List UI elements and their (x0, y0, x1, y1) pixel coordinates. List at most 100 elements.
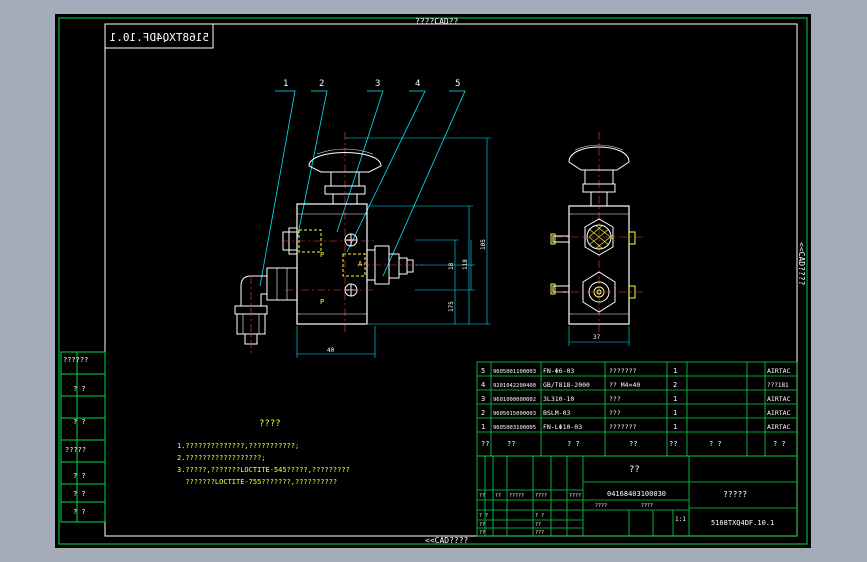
bom-cell: 5 (481, 367, 485, 375)
bottom-frame-title: <<CAD???? (425, 536, 469, 545)
part-callout: 2 (319, 79, 324, 89)
bom-cell: 1 (673, 367, 677, 375)
left-strip: ?????? ? ? ? ? ????? ? ? ? ? ? ? (60, 351, 106, 523)
bom-cell: 3 (481, 395, 485, 403)
bom-cell: ?? M4×40 (609, 381, 640, 389)
callout-leaders (259, 90, 466, 287)
left-strip-label: ? ? (73, 490, 86, 498)
part-name: ?? (629, 465, 640, 475)
notes-line: 2.??????????????????; (177, 454, 266, 462)
left-strip-label: ? ? (73, 508, 86, 516)
front-dimensions (296, 137, 491, 358)
dimension-label: 18 (448, 262, 455, 270)
dimension-label: 37 (593, 334, 601, 341)
bom-cell: AIRTAC (767, 423, 791, 431)
left-strip-label: ? ? (73, 472, 86, 480)
side-dimension (568, 326, 630, 346)
bom-header: ?? (507, 440, 515, 448)
tb-label: ???? (641, 503, 653, 509)
left-strip-label: ? ? (73, 418, 86, 426)
bom-cell: AIRTAC (767, 395, 791, 403)
title-block-small-labels: ?? ?? ????? ???? ???? ? ? ? ? ?? ?? ?? ?… (479, 493, 653, 536)
drawing-sheet: ????CAD?? <<CAD???? <<CAD???? 5168TXQ4DF… (55, 14, 811, 548)
cad-drawing: ????CAD?? <<CAD???? <<CAD???? 5168TXQ4DF… (58, 17, 808, 545)
bom-cell: 9605015000003 (493, 411, 536, 417)
tb-label: ?? (479, 530, 485, 536)
bom-cell: 1 (673, 409, 677, 417)
title-block (476, 455, 798, 537)
part-callout: 1 (283, 79, 288, 89)
tb-label: ???? (569, 493, 581, 499)
scale-label: 1:1 (675, 516, 686, 523)
bom-cell: 1 (673, 423, 677, 431)
tb-label: ?? (495, 493, 501, 499)
drawing-number: 5168TXQ4DF.10.1 (711, 519, 774, 527)
bom-cell: FN-Φ6-03 (543, 367, 574, 375)
notes-line: ???????LOCTITE-755???????,?????????? (177, 478, 337, 486)
notes-line: 1.??????????????,???????????; (177, 442, 299, 450)
notes-line: 3.?????,???????LOCTITE-545?????,????????… (177, 466, 350, 474)
dimension-label: 118 (462, 259, 469, 270)
tb-label: ???? (595, 503, 607, 509)
dimension-label: 40 (327, 347, 335, 354)
left-strip-label: ?????? (63, 356, 88, 364)
left-strip-label: ????? (65, 446, 86, 454)
port-label: P (320, 251, 324, 259)
bom-header: ? ? (709, 440, 722, 448)
tb-label: ?? (479, 493, 485, 499)
dimension-label: 175 (448, 301, 455, 312)
drawing-title: ????? (723, 490, 747, 499)
bom-cell: 9201042200400 (493, 383, 536, 389)
tb-label: ? ? (535, 513, 544, 519)
bom-header: ? ? (773, 440, 786, 448)
bom-table (476, 361, 798, 457)
bom-cell: 9601000000002 (493, 397, 536, 403)
bom-cell: 2 (481, 409, 485, 417)
outer-border (58, 17, 808, 545)
bom-header: ?? (481, 440, 489, 448)
bom-rows: 5 9605001100003 FN-Φ6-03 ??????? 1 AIRTA… (481, 367, 791, 448)
bom-header: ? ? (567, 440, 580, 448)
tb-label: ???? (535, 493, 547, 499)
port-label: P (320, 298, 324, 306)
part-callout: 3 (375, 79, 380, 89)
bom-cell: ??? (609, 409, 621, 417)
top-frame-title: ????CAD?? (415, 17, 459, 26)
left-strip-label: ? ? (73, 385, 86, 393)
bom-cell: 4 (481, 381, 485, 389)
bom-header: ?? (669, 440, 677, 448)
bom-header: ?? (629, 440, 637, 448)
part-callout: 5 (455, 79, 460, 89)
part-callout: 4 (415, 79, 420, 89)
bom-cell: BSLM-03 (543, 409, 570, 417)
drawing-number-box (104, 23, 214, 49)
bom-cell: ??????? (609, 423, 636, 431)
bom-cell: 3L310-10 (543, 395, 574, 403)
side-view (550, 132, 643, 332)
bom-cell: 9605001100003 (493, 369, 536, 375)
bom-cell: 9605003100005 (493, 425, 536, 431)
bom-cell: ???181 (767, 382, 789, 389)
bom-cell: FN-LΦ10-03 (543, 423, 582, 431)
tb-label: ??? (535, 530, 544, 536)
bom-cell: AIRTAC (767, 409, 791, 417)
inner-border (104, 23, 798, 537)
dimension-label: 105 (480, 239, 487, 250)
bom-cell: 1 (673, 395, 677, 403)
port-label: A (358, 260, 363, 268)
tb-label: ?? (479, 522, 485, 528)
bom-cell: ??? (609, 395, 621, 403)
right-frame-title: <<CAD???? (797, 242, 806, 286)
bom-cell: AIRTAC (767, 367, 791, 375)
bom-cell: 1 (481, 423, 485, 431)
tb-label: ? ? (479, 513, 488, 519)
notes-title: ???? (259, 419, 281, 429)
tb-label: ?? (535, 522, 541, 528)
front-view: P A P (234, 132, 423, 354)
bom-cell: 2 (673, 381, 677, 389)
part-code: 04168403100030 (607, 490, 666, 498)
drawing-number-box-text: 5168TXQ4DF.10.1 (110, 31, 209, 44)
bom-cell: GB/T818-2000 (543, 381, 590, 389)
bom-cell: ??????? (609, 367, 636, 375)
tb-label: ????? (509, 493, 524, 499)
